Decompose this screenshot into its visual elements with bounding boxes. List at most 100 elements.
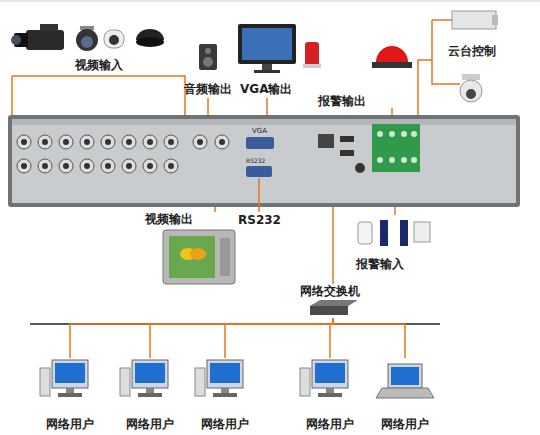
bnc-connector — [105, 163, 111, 169]
node-label: 云台控制 — [448, 44, 496, 58]
network-switch: 网络交换机 — [298, 284, 368, 318]
monitor-icon — [242, 28, 292, 60]
connector-line — [150, 318, 333, 358]
ptz-devices — [492, 15, 498, 25]
connector-line — [332, 207, 334, 284]
sensor-icons — [400, 220, 408, 246]
switch-icon — [310, 300, 358, 315]
pc-icons — [326, 388, 334, 393]
terminal-block — [389, 157, 395, 163]
rs232-port — [246, 166, 272, 177]
bnc-connector — [80, 159, 94, 173]
node-label: 网络用户 — [372, 417, 438, 431]
bnc-connector — [105, 139, 111, 145]
bnc-connector — [59, 159, 73, 173]
pc-icons — [207, 360, 243, 388]
bnc-connector — [164, 159, 178, 173]
monitor-icon — [238, 24, 296, 73]
node-label: 音频输出 — [184, 82, 232, 96]
bnc-connector — [122, 159, 136, 173]
network-bus — [30, 323, 440, 325]
node-label: VGA — [252, 127, 267, 135]
node-label: 报警输入 — [356, 257, 404, 271]
bnc-connector — [38, 159, 52, 173]
bnc-connector — [84, 139, 90, 145]
bnc-connector — [126, 139, 132, 145]
pc-icons — [52, 360, 88, 388]
bnc-connector — [101, 159, 115, 173]
bnc-connector — [143, 159, 157, 173]
pc-icons — [40, 360, 434, 398]
bnc-connector — [17, 135, 31, 149]
connector-line — [333, 318, 405, 358]
node-label: 网络用户 — [297, 417, 363, 431]
node-label: VGA输出 — [240, 82, 292, 96]
leader-line — [258, 178, 260, 212]
bnc-connector — [193, 135, 207, 149]
connector-line — [214, 207, 216, 212]
audio-output-group: 音频输出 — [184, 38, 232, 98]
network-user: 网络用户 — [297, 358, 363, 432]
camera-icons — [40, 24, 58, 31]
ptz-devices — [452, 11, 496, 29]
connector-line — [391, 108, 393, 115]
ptz-devices — [466, 89, 476, 99]
connector-line — [225, 318, 333, 358]
vga-port — [246, 137, 274, 149]
alarm-lights — [305, 42, 319, 66]
pc-icons — [210, 363, 240, 383]
node-label: 网络用户 — [37, 417, 103, 431]
bnc-connector — [219, 139, 225, 145]
alarm-lights — [303, 64, 321, 68]
dvr-recorder — [12, 119, 516, 125]
camera-icons — [11, 35, 21, 45]
power-jack — [355, 163, 365, 173]
connector-line — [207, 98, 209, 115]
ptz-devices — [432, 11, 498, 102]
usb-port — [340, 136, 354, 142]
bnc-connector — [126, 163, 132, 169]
sensor-icons — [380, 220, 388, 246]
alarm-lights — [372, 62, 412, 68]
camera-icons — [104, 30, 124, 48]
dvr-recorder — [8, 115, 520, 207]
tv-icon — [169, 236, 215, 278]
speaker-icon — [205, 48, 211, 54]
sensor-icons — [358, 222, 372, 244]
ptz-devices — [460, 80, 482, 102]
camera-icons — [26, 30, 64, 50]
tv-icon — [220, 238, 230, 276]
switch-icon — [310, 300, 358, 306]
pc-icons — [195, 368, 205, 396]
connector-line — [11, 76, 13, 115]
pc-icons — [58, 393, 82, 397]
pc-icons — [135, 363, 165, 383]
pc-icons — [391, 367, 419, 385]
connector-line — [266, 98, 268, 115]
bnc-connector — [143, 135, 157, 149]
pc-icons — [315, 363, 345, 383]
dvr-recorder — [8, 115, 520, 207]
terminal-block — [411, 157, 417, 163]
camera-icons — [81, 36, 93, 48]
terminal-block — [377, 131, 383, 137]
dvr-recorder: VGA RS232 — [8, 115, 520, 207]
camera-icons — [136, 37, 164, 47]
input-bracket — [12, 76, 185, 118]
node-label: RS232 — [246, 157, 265, 164]
node-label: 网络用户 — [192, 417, 258, 431]
camera-icons — [109, 35, 119, 45]
tv-icon — [163, 230, 235, 284]
terminal-block — [372, 124, 420, 172]
bnc-connector — [164, 135, 178, 149]
usb-port — [340, 150, 354, 156]
network-port — [318, 134, 334, 148]
bnc-connector — [101, 135, 115, 149]
bnc-connector — [147, 139, 153, 145]
terminal-block — [411, 131, 417, 137]
bnc-connector — [63, 163, 69, 169]
bnc-connector — [38, 135, 52, 149]
speaker-icon — [199, 44, 217, 70]
video-output-group: 视频输出 — [145, 212, 240, 287]
